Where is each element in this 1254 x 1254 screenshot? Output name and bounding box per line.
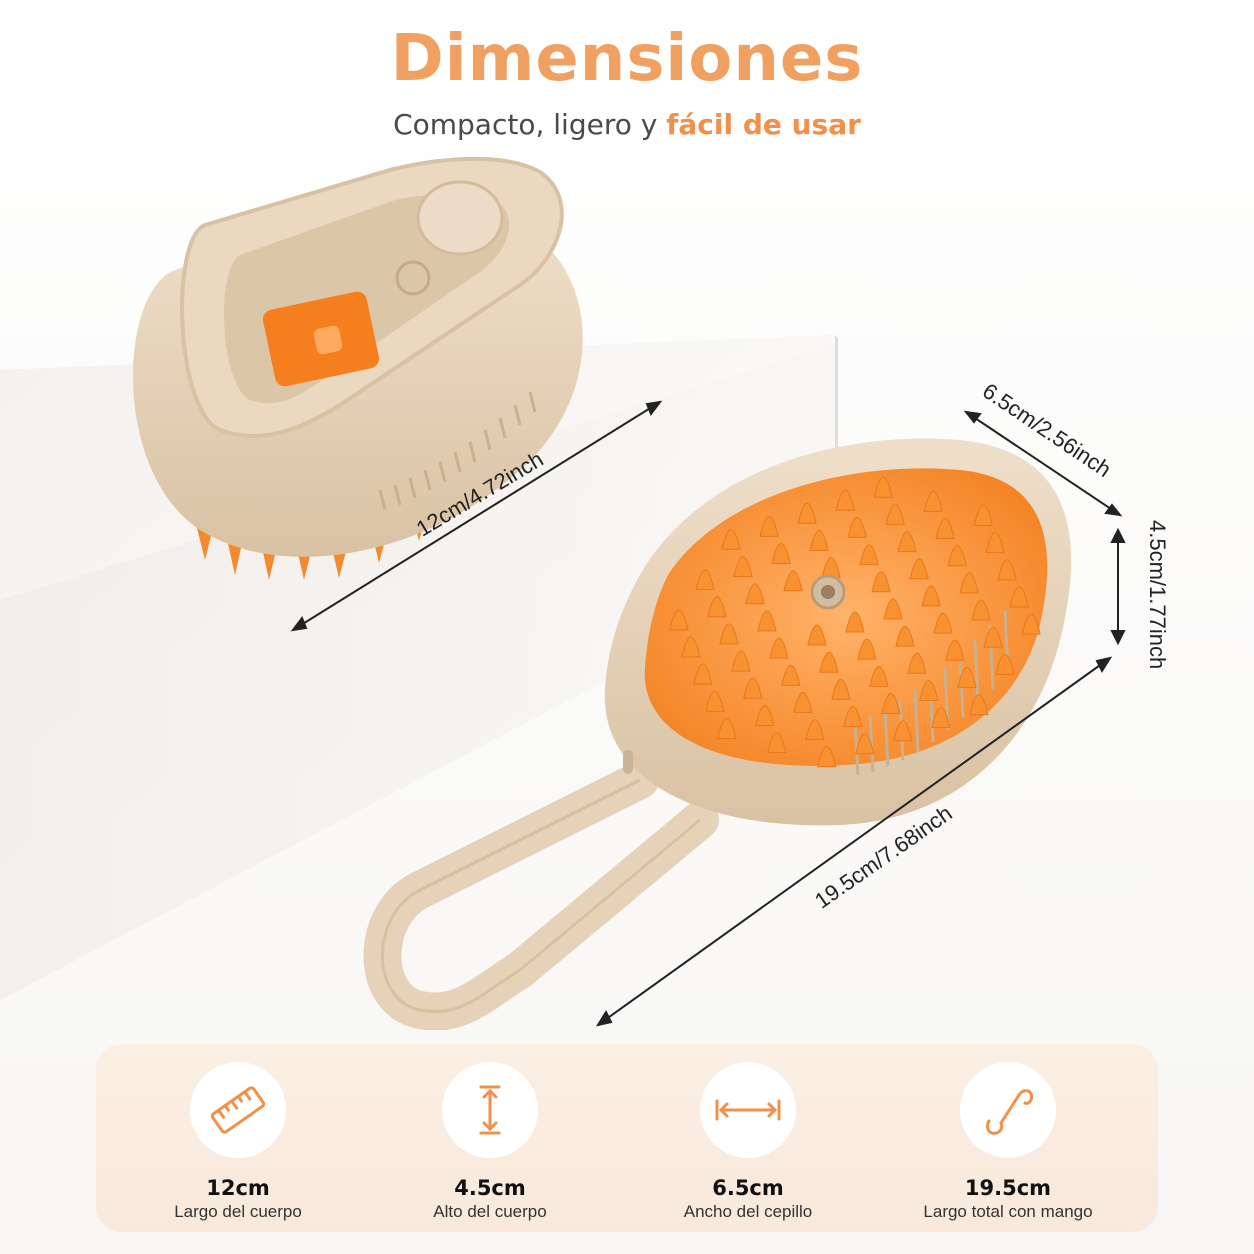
bristle — [793, 691, 813, 713]
bristle — [857, 638, 877, 660]
page-title: Dimensiones — [390, 22, 864, 96]
bristle — [805, 719, 825, 741]
bristle — [871, 571, 891, 593]
bristle — [743, 677, 763, 699]
bristle — [1009, 586, 1029, 608]
bristle — [945, 639, 965, 661]
bristle — [757, 610, 777, 632]
feature-item: 4.5cm Alto del cuerpo — [380, 1062, 600, 1222]
bristle — [847, 516, 867, 538]
feature-icon-circle — [960, 1062, 1056, 1158]
bristle — [781, 664, 801, 686]
bristle — [721, 528, 741, 550]
bristle — [797, 502, 817, 524]
bristle — [705, 690, 725, 712]
bristle — [933, 612, 953, 634]
bristle — [821, 557, 841, 579]
bristle — [885, 503, 905, 525]
bristle — [995, 653, 1015, 675]
bristle — [869, 665, 889, 687]
bristle — [919, 679, 939, 701]
brush-top-view — [132, 156, 583, 580]
bristle — [935, 518, 955, 540]
bristle — [983, 626, 1003, 648]
feature-item: 12cm Largo del cuerpo — [128, 1062, 348, 1222]
bristle — [843, 706, 863, 728]
feature-label: Ancho del cepillo — [683, 1202, 813, 1221]
product-illustration — [0, 156, 1126, 1030]
bristle — [769, 637, 789, 659]
bristle — [707, 596, 727, 618]
brush-bristle-view — [363, 438, 1072, 1030]
feature-value: 6.5cm — [712, 1176, 784, 1200]
feature-item: 6.5cm Ancho del cepillo — [638, 1062, 858, 1222]
page-subtitle: Compacto, ligero y fácil de usar — [0, 108, 1254, 141]
bristle — [759, 515, 779, 537]
bristle — [907, 652, 927, 674]
bristle — [835, 489, 855, 511]
bristle — [897, 531, 917, 553]
subtitle-plain: Compacto, ligero y — [393, 108, 658, 141]
feature-icon-circle — [442, 1062, 538, 1158]
bristle — [809, 529, 829, 551]
horizontal-arrow-icon — [715, 1099, 781, 1121]
bristle — [719, 623, 739, 645]
feature-icon-circle — [190, 1062, 286, 1158]
bristle — [893, 720, 913, 742]
vertical-arrow-icon — [479, 1085, 501, 1135]
bristle — [807, 624, 827, 646]
bristle — [921, 585, 941, 607]
ruler-icon — [210, 1086, 266, 1134]
bristle — [1021, 613, 1041, 635]
feature-label: Alto del cuerpo — [433, 1202, 547, 1221]
bristle — [755, 704, 775, 726]
bristle — [845, 611, 865, 633]
feature-value: 19.5cm — [964, 1176, 1052, 1200]
bristle — [923, 490, 943, 512]
bristle — [959, 572, 979, 594]
bristle — [997, 559, 1017, 581]
bristle — [957, 666, 977, 688]
feature-icon-circle — [700, 1062, 796, 1158]
bristle — [859, 544, 879, 566]
bristle — [969, 694, 989, 716]
bristle — [819, 651, 839, 673]
height-dimension-label: 4.5cm/1.77inch — [1145, 520, 1170, 670]
feature-value: 4.5cm — [454, 1176, 526, 1200]
feature-label: Largo total con mango — [923, 1202, 1093, 1221]
bristle — [831, 678, 851, 700]
bristle — [817, 746, 837, 768]
bristle — [985, 532, 1005, 554]
bristle — [971, 599, 991, 621]
bristle — [745, 583, 765, 605]
bristle — [695, 569, 715, 591]
bristle — [873, 476, 893, 498]
bristle — [931, 707, 951, 729]
bristle — [669, 609, 689, 631]
bristle — [895, 625, 915, 647]
feature-value: 12cm — [206, 1176, 270, 1200]
bristle — [783, 570, 803, 592]
bristle — [731, 650, 751, 672]
bristle — [733, 556, 753, 578]
bristle — [909, 558, 929, 580]
feature-label: Largo del cuerpo — [174, 1202, 302, 1221]
bristle-cluster — [669, 476, 1041, 768]
hook-icon — [985, 1089, 1033, 1135]
grip-ridges — [378, 391, 537, 511]
bristle — [681, 636, 701, 658]
subtitle-highlight: fácil de usar — [666, 108, 861, 141]
dimension-lines — [290, 400, 1126, 1027]
feature-item: 19.5cm Largo total con mango — [898, 1062, 1118, 1222]
bristle — [693, 663, 713, 685]
bristle — [717, 718, 737, 740]
bristle — [973, 504, 993, 526]
bristle — [855, 733, 875, 755]
bristle — [883, 598, 903, 620]
bristle — [771, 543, 791, 565]
bristle — [767, 732, 787, 754]
bristle — [947, 545, 967, 567]
bristle — [881, 693, 901, 715]
